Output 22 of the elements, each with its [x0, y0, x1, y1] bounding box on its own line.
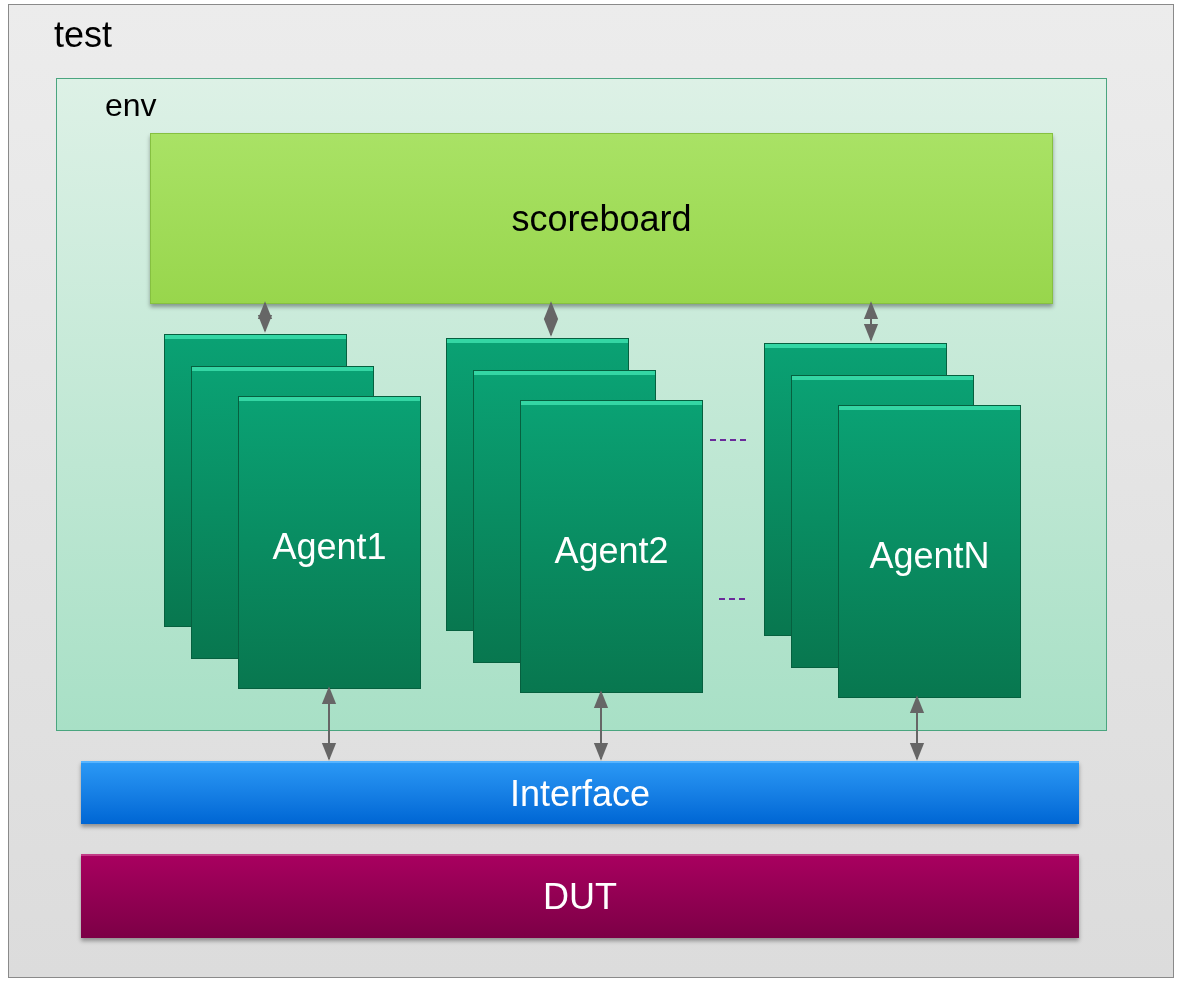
node-label: AgentN — [869, 533, 990, 578]
node-label: Agent1 — [272, 524, 387, 569]
component-box — [150, 133, 1053, 304]
node-label: Interface — [509, 771, 651, 816]
double-arrow — [863, 301, 879, 342]
node-label: Agent2 — [554, 528, 669, 573]
interface-bar — [81, 761, 1079, 824]
stacked-cards — [764, 343, 1021, 698]
double-arrow — [321, 686, 337, 761]
node-label: scoreboard — [511, 196, 692, 241]
node-label: test — [54, 17, 113, 53]
dut-bar — [81, 854, 1079, 938]
double-arrow — [909, 695, 925, 761]
double-arrow — [593, 690, 609, 761]
node-label: DUT — [543, 875, 617, 919]
node-label: env — [105, 89, 157, 121]
double-arrow — [257, 301, 273, 333]
stacked-cards — [446, 338, 703, 693]
outer-container — [8, 4, 1174, 978]
double-arrow — [543, 301, 559, 337]
inner-container — [56, 78, 1107, 731]
stacked-cards — [164, 334, 421, 689]
